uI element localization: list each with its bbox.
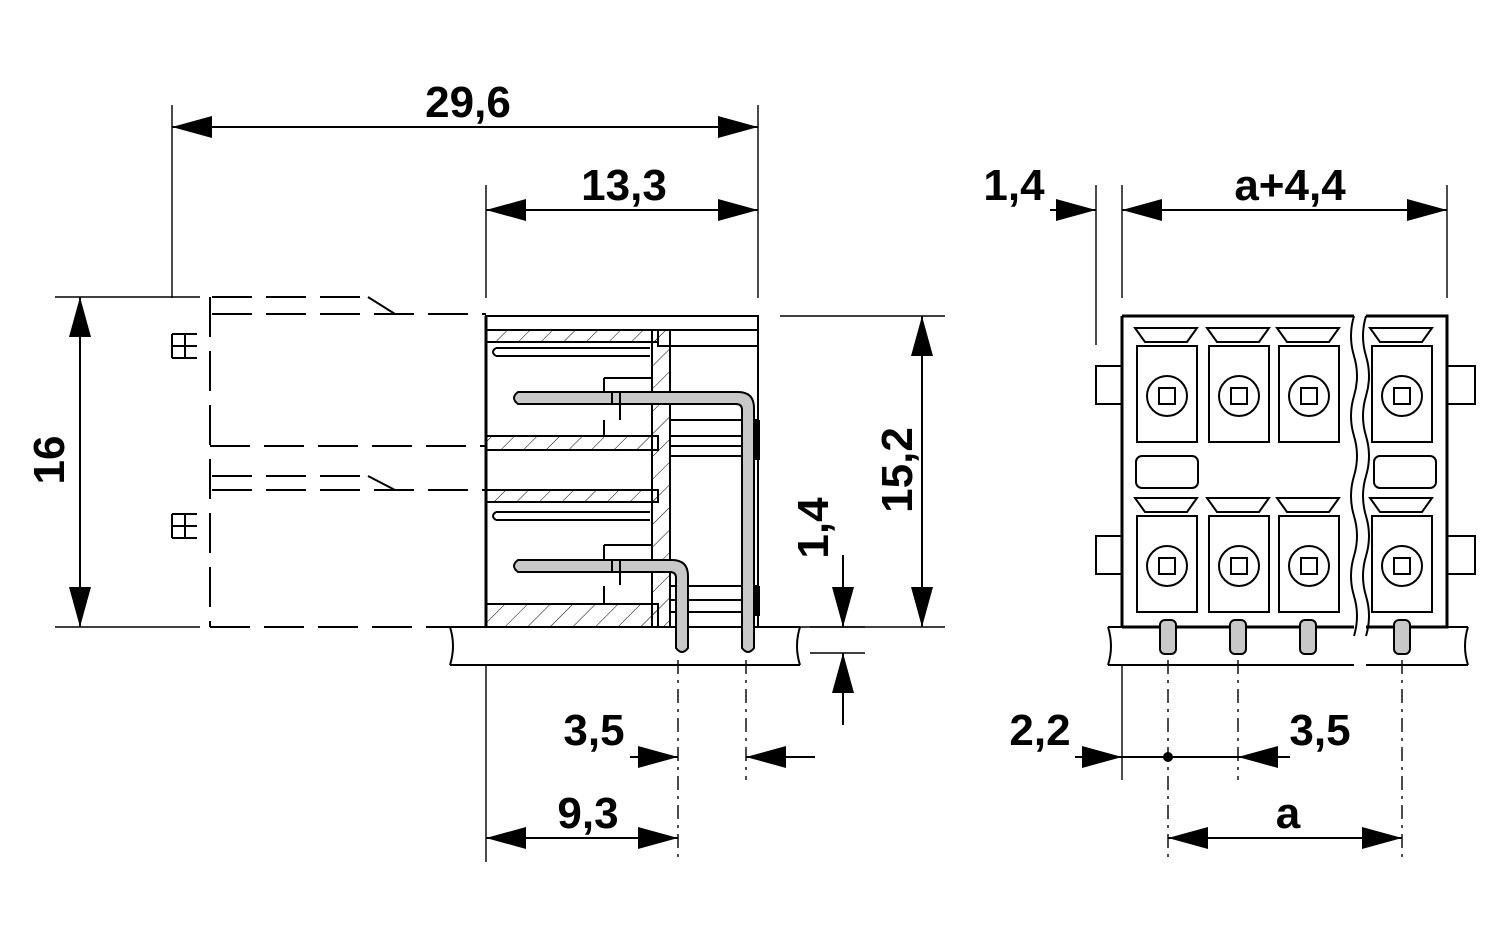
dim-overall-width: 29,6 <box>172 78 758 138</box>
dim-origin-dot <box>1163 752 1173 762</box>
dim-label-2-2: 2,2 <box>1009 706 1070 755</box>
dim-pin-edge: 2,2 <box>1009 706 1238 768</box>
contact-row-bottom <box>1133 497 1434 613</box>
dim-label-a-plus-4-4: a+4,4 <box>1234 161 1346 210</box>
dim-edge-offset: 1,4 <box>983 161 1162 221</box>
dim-label-15-2: 15,2 <box>873 427 922 513</box>
dim-label-1-4-vertical: 1,4 <box>789 497 838 559</box>
dim-label-a: a <box>1276 789 1301 838</box>
dim-pin-offset: 9,3 <box>486 789 678 849</box>
dim-label-13-3: 13,3 <box>581 161 667 210</box>
dim-overall-width-front: a+4,4 <box>1122 161 1447 221</box>
dim-label-9-3: 9,3 <box>557 789 618 838</box>
header-housing-front <box>1095 314 1476 637</box>
dim-pin-length: 1,4 <box>789 497 865 725</box>
bent-pins <box>513 391 755 653</box>
dim-body-height: 15,2 <box>873 316 933 627</box>
header-housing-section <box>484 315 760 628</box>
dim-label-3-5-front: 3,5 <box>1289 706 1350 755</box>
mating-plug-outline <box>171 296 486 628</box>
contact-row-top <box>1133 327 1434 443</box>
dim-label-29-6: 29,6 <box>425 78 511 127</box>
side-view: 29,6 13,3 16 15,2 <box>25 78 945 862</box>
dim-pitch-front: 3,5 <box>1238 706 1351 768</box>
dim-body-width: 13,3 <box>486 161 758 221</box>
dim-label-16: 16 <box>25 436 74 485</box>
dim-overall-height: 16 <box>25 297 91 627</box>
dim-label-3-5-side: 3,5 <box>563 706 624 755</box>
dim-label-1-4-front: 1,4 <box>983 161 1045 210</box>
dim-pin-pitch: 3,5 <box>563 706 815 768</box>
front-view: 1,4 a+4,4 <box>983 161 1476 862</box>
dim-span-a: a <box>1168 789 1402 849</box>
pins-front <box>1159 619 1411 655</box>
